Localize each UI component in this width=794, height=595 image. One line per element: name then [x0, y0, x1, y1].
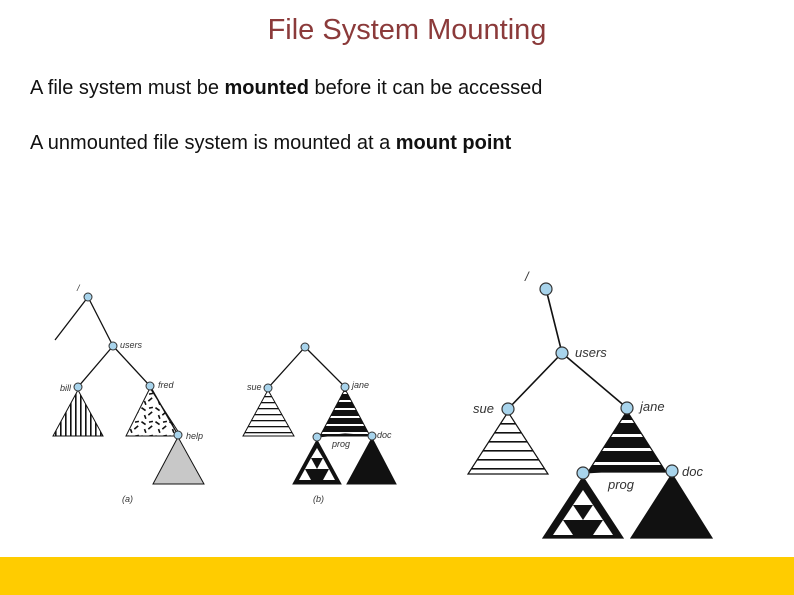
jane-subtree-c	[588, 411, 666, 472]
label-doc-b: doc	[377, 430, 392, 440]
node-sue-b	[264, 384, 272, 392]
node-jane-b	[341, 383, 349, 391]
node-users-c	[556, 347, 568, 359]
fred-subtree	[126, 388, 181, 436]
node-root-b	[301, 343, 309, 351]
label-root-c: /	[524, 269, 530, 284]
figure-b: sue jane prog doc (b)	[243, 343, 396, 504]
label-fred-a: fred	[158, 380, 175, 390]
label-jane-c: jane	[638, 399, 665, 414]
help-subtree	[153, 437, 204, 484]
bill-subtree	[53, 390, 103, 436]
node-doc-b	[368, 432, 376, 440]
label-users-c: users	[575, 345, 607, 360]
label-users-a: users	[120, 340, 143, 350]
node-users-a	[109, 342, 117, 350]
caption-a: (a)	[122, 494, 133, 504]
doc-subtree-b	[347, 438, 396, 484]
node-bill-a	[74, 383, 82, 391]
label-help-a: help	[186, 431, 203, 441]
node-prog-b	[313, 433, 321, 441]
node-sue-c	[502, 403, 514, 415]
node-jane-c	[621, 402, 633, 414]
jane-subtree-b	[320, 389, 370, 436]
sue-subtree-b	[243, 390, 294, 436]
label-prog-c: prog	[607, 477, 635, 492]
label-root-a: /	[76, 283, 81, 293]
footer-bar	[0, 557, 794, 595]
label-jane-b: jane	[351, 380, 369, 390]
caption-b: (b)	[313, 494, 324, 504]
node-help-a	[174, 431, 182, 439]
label-sue-b: sue	[247, 382, 262, 392]
figure-a: / users bill fred help (a)	[53, 283, 204, 504]
sue-subtree-c	[468, 412, 548, 474]
doc-subtree-c	[631, 474, 712, 538]
node-fred-a	[146, 382, 154, 390]
node-root-a	[84, 293, 92, 301]
figure-c: / users sue jane prog doc	[468, 269, 712, 538]
node-prog-c	[577, 467, 589, 479]
label-prog-b: prog	[331, 439, 350, 449]
label-doc-c: doc	[682, 464, 703, 479]
label-bill-a: bill	[60, 383, 72, 393]
node-root-c	[540, 283, 552, 295]
node-doc-c	[666, 465, 678, 477]
label-sue-c: sue	[473, 401, 494, 416]
